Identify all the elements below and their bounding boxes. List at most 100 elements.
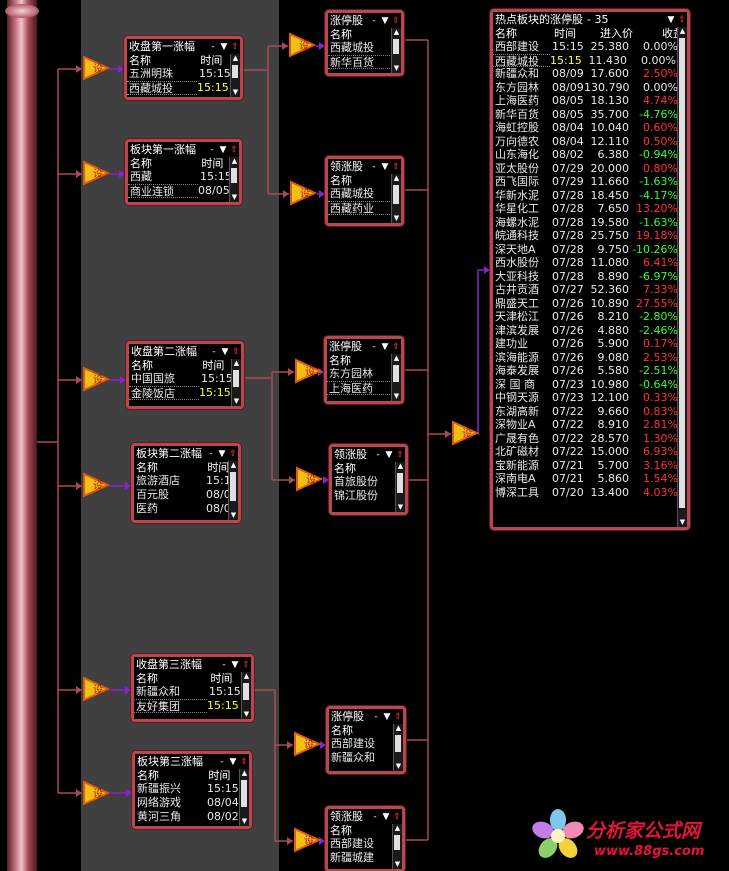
scroll-down-icon[interactable]: ▼ [393, 214, 400, 222]
arrow-node-12[interactable]: 设 [293, 827, 321, 853]
scroll-thumb[interactable] [232, 65, 238, 78]
scroll-up-icon[interactable]: ▲ [395, 724, 402, 732]
menu-icon[interactable]: ▼ [220, 41, 228, 52]
vertical-scrollbar[interactable]: ▲▼ [392, 824, 402, 869]
scroll-thumb[interactable] [394, 835, 400, 850]
vertical-scrollbar[interactable]: ▲▼ [393, 724, 403, 771]
scroll-down-icon[interactable]: ▼ [394, 860, 401, 868]
scroll-up-icon[interactable]: ▲ [231, 157, 238, 165]
table-row[interactable]: 西藏药业 [328, 201, 401, 215]
table-row[interactable]: 东方园林 [327, 367, 401, 381]
menu-icon[interactable]: ▼ [381, 341, 389, 352]
vertical-scrollbar[interactable]: ▲▼ [230, 54, 240, 97]
menu-icon[interactable]: ▼ [381, 15, 389, 26]
scroll-up-icon[interactable]: ▲ [393, 354, 400, 362]
menu-icon[interactable]: ▼ [385, 449, 393, 460]
scroll-thumb[interactable] [679, 38, 685, 508]
scroll-thumb[interactable] [241, 780, 247, 807]
scroll-thumb[interactable] [393, 185, 399, 204]
arrow-node-10[interactable]: 设 [295, 466, 323, 492]
scroll-down-icon[interactable]: ▼ [241, 817, 248, 825]
pin-up-icon[interactable]: ⇧ [231, 41, 239, 52]
window-w-limit1[interactable]: 涨停股-▼⇧名称西藏城投新华百货▲▼ [325, 10, 404, 76]
pin-up-icon[interactable]: ⇧ [394, 711, 402, 722]
arrow-node-2[interactable]: 设 [82, 160, 110, 186]
scroll-up-icon[interactable]: ▲ [397, 462, 404, 470]
scroll-thumb[interactable] [243, 683, 249, 700]
window-w-lead3[interactable]: 领涨股-▼⇧名称西部建设新疆城建▲▼ [325, 806, 405, 871]
arrow-node-7[interactable]: 设 [288, 32, 316, 58]
pin-up-icon[interactable]: ⇧ [232, 346, 240, 357]
menu-icon[interactable]: ▼ [383, 711, 391, 722]
menu-icon[interactable]: ▼ [229, 756, 237, 767]
vertical-scrollbar[interactable]: ▲▼ [391, 28, 401, 73]
scroll-thumb[interactable] [397, 473, 403, 493]
vertical-scrollbar[interactable]: ▲▼ [677, 27, 687, 527]
scroll-thumb[interactable] [393, 39, 399, 54]
table-row[interactable]: 新疆众和 [329, 751, 403, 765]
vertical-scrollbar[interactable]: ▲▼ [391, 354, 401, 401]
window-w-lead1[interactable]: 领涨股-▼⇧名称西藏城投西藏药业▲▼ [325, 156, 404, 226]
pin-up-icon[interactable]: ⇧ [229, 448, 237, 459]
scroll-down-icon[interactable]: ▼ [232, 88, 239, 96]
arrow-node-11[interactable]: 设 [293, 731, 321, 757]
window-w-limit2[interactable]: 涨停股-▼⇧名称东方园林上海医药▲▼ [324, 336, 404, 404]
scroll-up-icon[interactable]: ▲ [232, 54, 239, 62]
pin-up-icon[interactable]: ⇧ [396, 449, 404, 460]
scroll-up-icon[interactable]: ▲ [230, 461, 237, 469]
vertical-scrollbar[interactable]: ▲▼ [228, 461, 238, 520]
menu-icon[interactable]: ▼ [219, 144, 227, 155]
arrow-node-9[interactable]: 设 [294, 358, 322, 384]
table-row[interactable]: 首旅股份 [332, 475, 405, 489]
window-w-lead2[interactable]: 领涨股-▼⇧名称首旅股份锦江股份▲▼ [329, 444, 408, 515]
pin-up-icon[interactable]: ⇧ [678, 14, 686, 25]
pin-up-icon[interactable]: ⇧ [393, 811, 401, 822]
menu-icon[interactable]: ▼ [667, 14, 675, 25]
arrow-node-5[interactable]: 设 [82, 676, 110, 702]
pin-up-icon[interactable]: ⇧ [230, 144, 238, 155]
scroll-down-icon[interactable]: ▼ [231, 193, 238, 201]
scroll-thumb[interactable] [395, 735, 401, 752]
scroll-down-icon[interactable]: ▼ [397, 503, 404, 511]
pin-up-icon[interactable]: ⇧ [392, 161, 400, 172]
scroll-down-icon[interactable]: ▼ [395, 762, 402, 770]
vertical-scrollbar[interactable]: ▲▼ [239, 769, 249, 826]
arrow-node-1[interactable]: 设 [82, 55, 110, 81]
scroll-down-icon[interactable]: ▼ [243, 710, 250, 718]
table-row[interactable]: 上海医药 [327, 381, 401, 395]
scroll-up-icon[interactable]: ▲ [243, 672, 250, 680]
